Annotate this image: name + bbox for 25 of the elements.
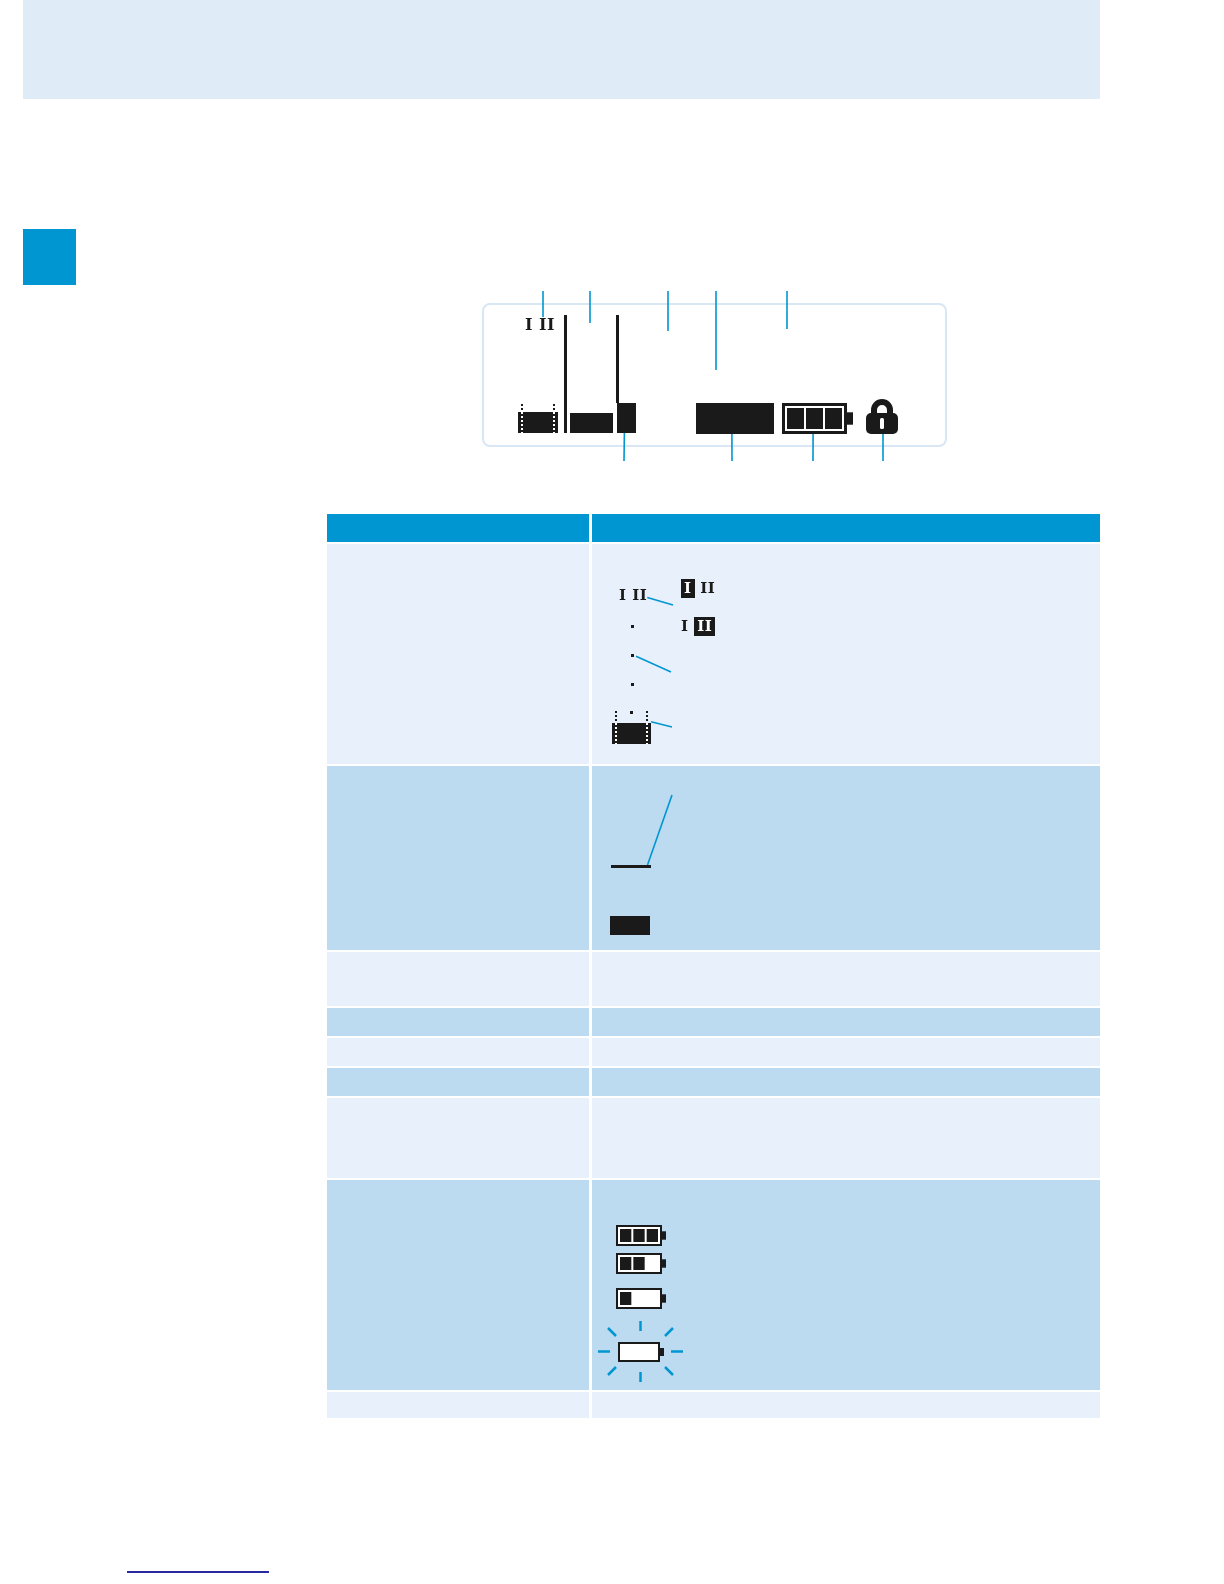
leader-line (812, 433, 814, 462)
display-block (696, 403, 774, 434)
leader-line (715, 290, 717, 371)
roman-numeral-label: I II (681, 579, 716, 598)
leader-line (731, 433, 733, 462)
leader-line (786, 290, 788, 330)
roman-numeral-label: I II (619, 588, 648, 603)
roman-numeral-label: I II (681, 617, 716, 636)
underline-bar (611, 865, 651, 868)
leader-line (623, 432, 626, 462)
leader-line (667, 290, 669, 332)
battery-icon (782, 403, 853, 434)
leader-line (635, 655, 672, 673)
roman-numeral-label: I II (525, 317, 556, 333)
segment-block (617, 403, 636, 433)
leader-line (882, 433, 884, 462)
level-meter-icon (612, 711, 651, 744)
dot-scale-icon (629, 624, 636, 688)
leader-line (589, 290, 591, 324)
leader-line (646, 596, 674, 606)
lcd-display-panel (482, 303, 947, 447)
leader-line (646, 794, 673, 866)
leader-line (650, 721, 673, 728)
leader-line (542, 290, 544, 318)
lock-icon (865, 399, 899, 434)
